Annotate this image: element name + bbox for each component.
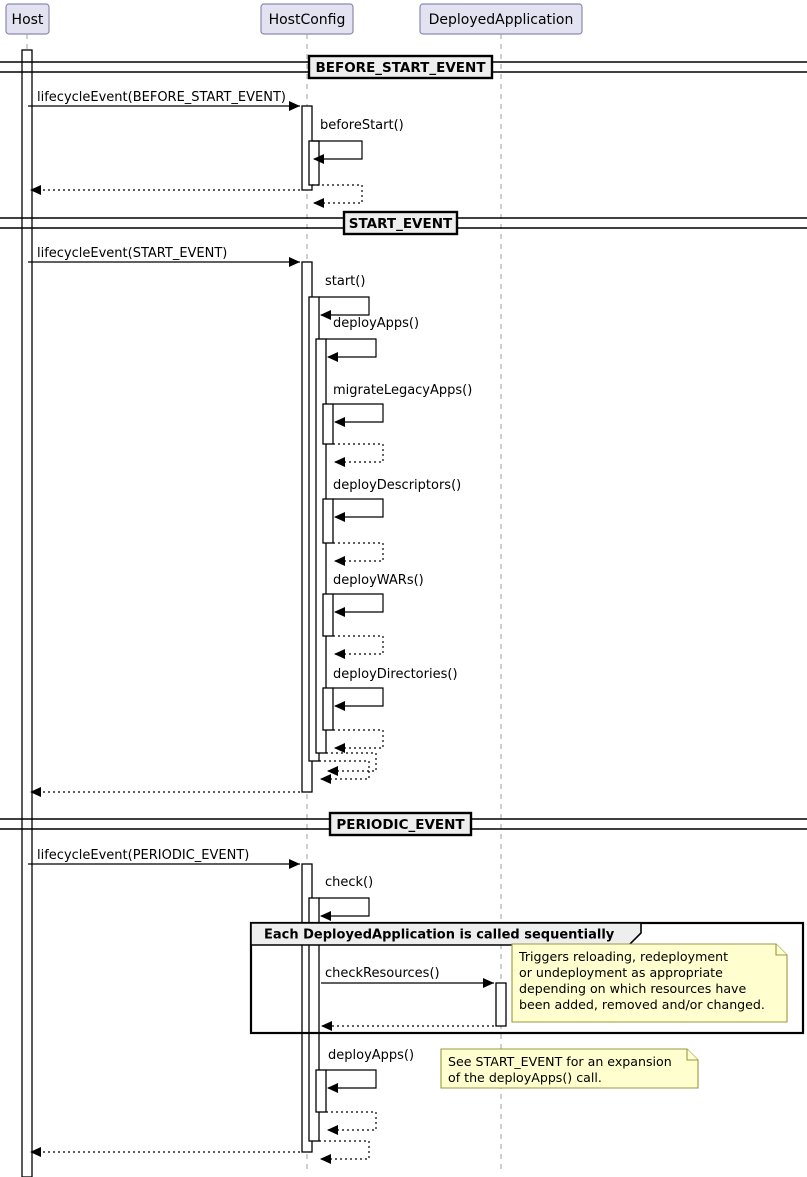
message-arrowhead: [334, 417, 345, 427]
activations-layer: [21, 49, 507, 1177]
activation-bar: [495, 982, 507, 1027]
message-self-return-path: [312, 184, 363, 204]
activation-bar: [315, 1069, 327, 1113]
message-arrowhead: [320, 774, 331, 784]
message-self-call-path: [319, 897, 370, 917]
message-arrowhead: [334, 607, 345, 617]
message-arrowhead: [334, 556, 345, 566]
participants-layer: Host HostConfig DeployedApplication: [5, 3, 583, 35]
note-fold-corner: [775, 944, 787, 956]
activation-bar: [322, 593, 334, 637]
group-header-shape: [250, 922, 642, 946]
activation-bar: [322, 498, 334, 544]
message-self-return-path: [326, 1111, 377, 1131]
messages-layer: lifecycleEvent(BEFORE_START_EVENT)before…: [28, 90, 494, 1164]
lifelines-layer: [26, 34, 502, 1173]
participant-box-host[interactable]: [5, 3, 50, 35]
note-text-line: been added, removed and/or changed.: [519, 997, 765, 1012]
message-self-call-path: [326, 1069, 377, 1089]
message-self-call-path: [333, 687, 384, 707]
message-arrowhead: [320, 911, 331, 921]
message-label: start(): [325, 274, 365, 289]
message-arrowhead: [30, 185, 41, 195]
message-self-call-path: [319, 296, 370, 316]
activation-bar: [21, 49, 33, 1177]
activation-bar: [308, 897, 320, 1142]
message-label: deployDescriptors(): [333, 478, 461, 493]
note-fold-corner: [686, 1049, 698, 1061]
message-arrowhead: [289, 257, 300, 267]
message-arrowhead: [320, 1154, 331, 1164]
message-self-call-path: [312, 140, 363, 160]
divider-label-start: START_EVENT: [349, 216, 453, 232]
message-self-return-path: [319, 760, 370, 780]
message-arrowhead: [289, 859, 300, 869]
message-arrowhead: [289, 101, 300, 111]
message-label: check(): [325, 875, 373, 890]
message-arrowhead: [313, 198, 324, 208]
activation-bar: [322, 687, 334, 731]
activation-bar: [322, 403, 334, 445]
participant-label-host: Host: [12, 12, 44, 28]
message-self-return-path: [319, 1140, 370, 1160]
message-arrowhead: [327, 1083, 338, 1093]
participant-label-config: HostConfig: [269, 12, 346, 28]
message-self-return-path: [333, 635, 384, 655]
message-arrowhead: [334, 743, 345, 753]
message-arrowhead: [327, 1125, 338, 1135]
note-text-line: depending on which resources have: [519, 981, 747, 996]
message-label: checkResources(): [325, 966, 440, 981]
message-label: lifecycleEvent(BEFORE_START_EVENT): [37, 90, 286, 105]
message-self-return-path: [333, 542, 384, 562]
message-self-call-path: [333, 498, 384, 518]
message-label: lifecycleEvent(START_EVENT): [37, 246, 227, 261]
note-body: [511, 943, 788, 1023]
message-arrowhead: [483, 978, 494, 988]
message-self-call-path: [333, 403, 384, 423]
message-arrowhead: [334, 649, 345, 659]
participant-label-deploy: DeployedApplication: [429, 12, 574, 28]
message-arrowhead: [334, 512, 345, 522]
message-label: lifecycleEvent(PERIODIC_EVENT): [37, 848, 249, 863]
message-arrowhead: [313, 154, 324, 164]
divider-box-periodic: [328, 811, 473, 837]
dividers-layer: BEFORE_START_EVENT START_EVENT PERIODIC_EV…: [0, 54, 807, 837]
message-label: migrateLegacyApps(): [333, 383, 472, 398]
message-label: deployDirectories(): [333, 667, 458, 682]
note-text-line: or undeployment as appropriate: [519, 965, 723, 980]
message-arrowhead: [334, 457, 345, 467]
message-arrowhead: [327, 766, 338, 776]
activation-bar: [315, 338, 327, 754]
message-self-call-path: [326, 338, 377, 358]
message-self-return-path: [333, 729, 384, 749]
message-self-call-path: [333, 593, 384, 613]
participant-box-config[interactable]: [260, 3, 354, 35]
message-label: deployWARs(): [333, 573, 424, 588]
note-text-line: See START_EVENT for an expansion: [448, 1054, 672, 1069]
activation-bar: [308, 140, 320, 186]
note-text-line: of the deployApps() call.: [448, 1070, 602, 1085]
message-arrowhead: [30, 1147, 41, 1157]
note-text-line: Triggers reloading, redeployment: [518, 949, 728, 964]
message-arrowhead: [334, 701, 345, 711]
group-header-label: Each DeployedApplication is called seque…: [264, 928, 615, 943]
divider-box-start: [342, 210, 459, 236]
message-self-return-path: [326, 752, 377, 772]
participant-box-deploy[interactable]: [419, 3, 583, 35]
divider-label-periodic: PERIODIC_EVENT: [336, 817, 465, 833]
message-arrowhead: [320, 310, 331, 320]
message-self-return-path: [333, 443, 384, 463]
note-body: [440, 1048, 699, 1089]
divider-box-before-start: [307, 54, 494, 80]
groups-layer: Each DeployedApplication is called seque…: [249, 921, 805, 1035]
message-arrowhead: [30, 787, 41, 797]
message-arrowhead: [321, 1021, 332, 1031]
divider-label-before-start: BEFORE_START_EVENT: [315, 60, 486, 76]
message-label: deployApps(): [328, 1048, 414, 1063]
message-label: beforeStart(): [320, 118, 404, 133]
message-label: deployApps(): [333, 316, 419, 331]
message-arrowhead: [327, 352, 338, 362]
